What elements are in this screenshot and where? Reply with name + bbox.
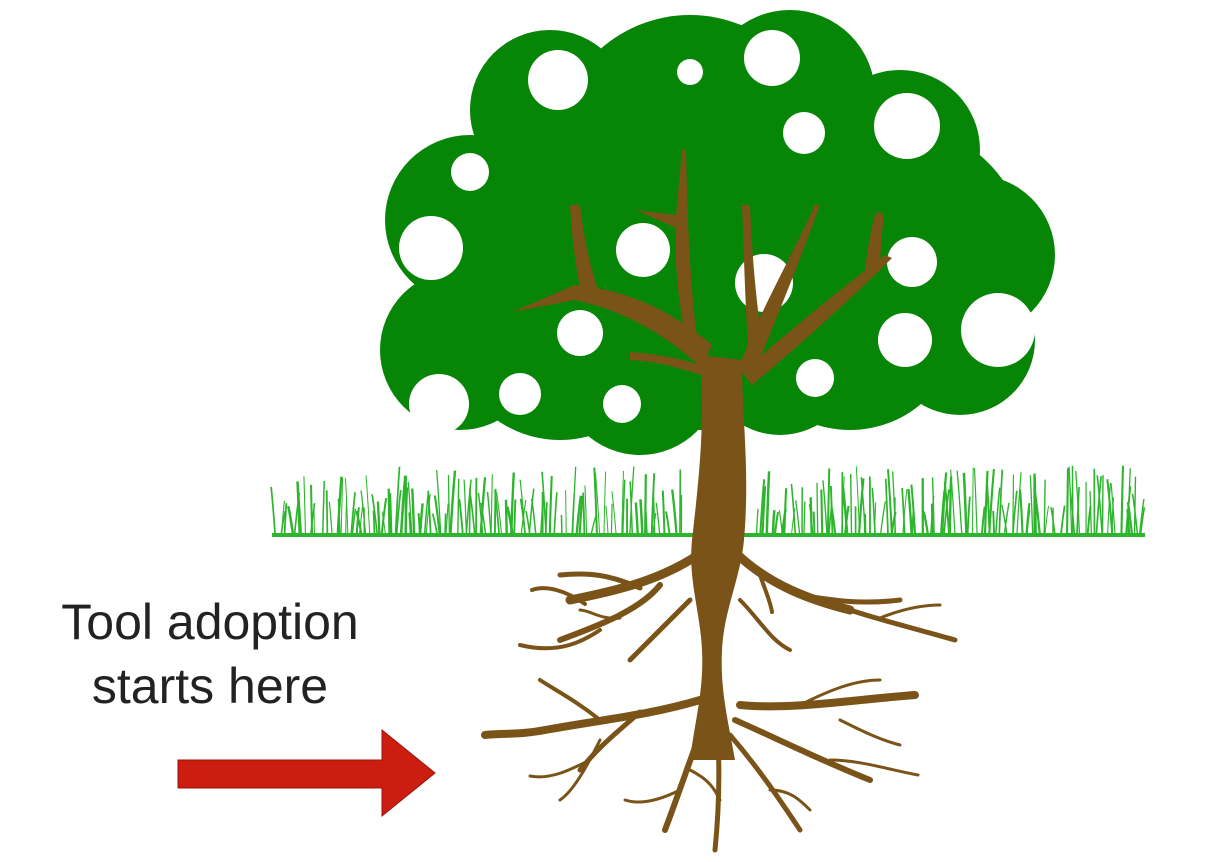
- caption-line-2: starts here: [91, 658, 329, 714]
- tree-roots: [481, 550, 958, 853]
- grass: [270, 465, 1146, 534]
- caption: Tool adoption starts here: [20, 590, 400, 718]
- caption-line-1: Tool adoption: [61, 594, 359, 650]
- arrow-right-icon: [177, 728, 436, 818]
- tree-trunk: [512, 150, 892, 760]
